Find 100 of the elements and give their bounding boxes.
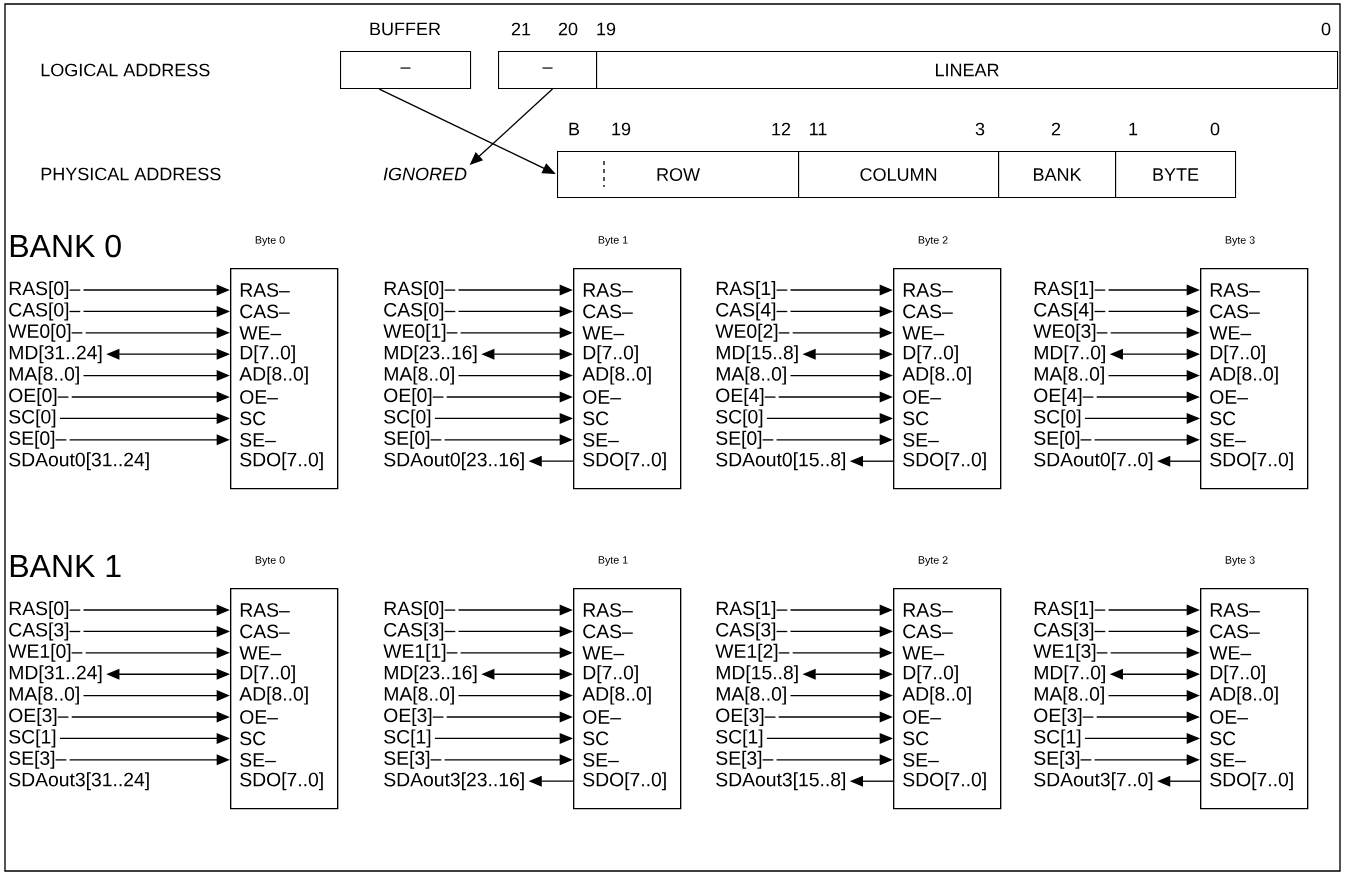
address-field: – xyxy=(498,51,598,90)
node-label: SDO[7..0] xyxy=(903,772,986,791)
chip-box: RAS– CAS– WE– D[7..0] AD[8..0] OE– SC SE– SDO[7..0] xyxy=(1200,268,1309,490)
node-label: SDO[7..0] xyxy=(903,452,986,471)
signal-name: MA[8..0] xyxy=(384,686,454,705)
node-label: AD[8..0] xyxy=(902,686,971,705)
node-label: D[7..0] xyxy=(583,665,638,684)
signal-name: CAS[0]– xyxy=(9,302,81,321)
signal-name: SE[0]– xyxy=(384,430,442,449)
chip-box: RAS– CAS– WE– D[7..0] AD[8..0] OE– SC SE– SDO[7..0] xyxy=(893,588,1002,810)
signal-name: CAS[4]– xyxy=(716,302,788,321)
node-label: SC xyxy=(583,731,609,746)
node-label: AD[8..0] xyxy=(902,366,971,385)
node-label: OE– xyxy=(903,390,941,404)
signal-name: SDAout3[23..16] xyxy=(384,772,524,791)
node-label: RAS– xyxy=(583,283,633,297)
signal-name: SDAout0[23..16] xyxy=(384,452,524,471)
node-label: AD[8..0] xyxy=(239,686,308,705)
signal-name: OE[4]– xyxy=(716,388,776,406)
signal-name: SC[1] xyxy=(716,729,763,748)
node-label: SDO[7..0] xyxy=(583,772,666,791)
node-label: CAS– xyxy=(1210,624,1260,639)
node-label: RAS– xyxy=(903,603,953,617)
bit-number: 2 xyxy=(1051,122,1061,136)
signal-name: SE[0]– xyxy=(716,430,774,449)
bit-number: BUFFER xyxy=(370,22,441,36)
signal-name: CAS[3]– xyxy=(716,622,788,641)
chip-heading: Byte 0 xyxy=(255,556,285,566)
node-label: SE– xyxy=(903,752,939,767)
signal-name: CAS[3]– xyxy=(9,622,81,641)
bit-number: 20 xyxy=(558,22,578,36)
signal-name: MA[8..0] xyxy=(9,686,79,705)
signal-name: SE[0]– xyxy=(9,430,67,449)
chip-heading: Byte 2 xyxy=(918,556,948,566)
node-label: D[7..0] xyxy=(903,665,958,684)
node-label: AD[8..0] xyxy=(582,686,651,705)
node-label: D[7..0] xyxy=(1210,345,1265,364)
node-label: SC xyxy=(583,411,609,426)
signal-name: SC[1] xyxy=(9,729,56,748)
signal-name: CAS[4]– xyxy=(1034,302,1106,321)
chip-heading: Byte 1 xyxy=(598,556,628,566)
node-label: SE– xyxy=(240,432,276,447)
signal-name: WE1[2]– xyxy=(715,643,790,662)
node-label: SC xyxy=(240,411,266,426)
signal-name: MD[7..0] xyxy=(1034,345,1105,364)
node-label: RAS– xyxy=(1210,603,1260,617)
node-label: OE– xyxy=(583,390,621,404)
bank-heading: BANK 1 xyxy=(10,555,121,577)
node-label: D[7..0] xyxy=(583,345,638,364)
node-label: AD[8..0] xyxy=(582,366,651,385)
signal-name: WE1[3]– xyxy=(1033,643,1108,662)
signal-name: SC[1] xyxy=(384,729,431,748)
node-label: OE– xyxy=(1210,390,1248,404)
node-label: CAS– xyxy=(583,624,633,639)
signal-name: OE[0]– xyxy=(384,388,444,406)
node-label: SDO[7..0] xyxy=(240,772,323,791)
node-label: WE– xyxy=(582,326,625,340)
signal-name: OE[3]– xyxy=(9,708,69,726)
node-label: CAS– xyxy=(583,304,633,319)
chip-heading: Byte 1 xyxy=(598,236,628,246)
node-label: SDO[7..0] xyxy=(240,452,323,471)
node-label: SE– xyxy=(903,432,939,447)
chip-heading: Byte 0 xyxy=(255,236,285,246)
node-label: OE– xyxy=(240,710,278,724)
bit-number: 12 xyxy=(772,122,791,136)
bit-number: 1 xyxy=(1129,122,1138,136)
signal-name: OE[4]– xyxy=(1034,388,1094,406)
signal-name: SE[3]– xyxy=(716,750,774,769)
signal-name: MA[8..0] xyxy=(716,686,786,705)
bit-number: 19 xyxy=(612,122,631,136)
node-label: OE– xyxy=(583,710,621,724)
chip-box: RAS– CAS– WE– D[7..0] AD[8..0] OE– SC SE– SDO[7..0] xyxy=(230,588,339,810)
signal-name: SDAout3[7..0] xyxy=(1034,772,1153,791)
note-text: IGNORED xyxy=(383,167,467,181)
node-label: SC xyxy=(240,731,266,746)
node-label: AD[8..0] xyxy=(239,366,308,385)
node-label: WE– xyxy=(902,326,945,340)
signal-name: SE[0]– xyxy=(1034,430,1092,449)
signal-name: RAS[0]– xyxy=(384,281,456,299)
signal-name: WE0[1]– xyxy=(383,323,458,342)
signal-name: RAS[1]– xyxy=(716,281,788,299)
signal-name: SC[0] xyxy=(384,409,431,428)
node-label: WE– xyxy=(1209,326,1252,340)
chip-heading: Byte 3 xyxy=(1225,236,1255,246)
bank-heading: BANK 0 xyxy=(10,234,121,258)
signal-name: SE[3]– xyxy=(9,750,67,769)
node-label: WE– xyxy=(902,646,945,660)
node-label: SDO[7..0] xyxy=(1210,772,1293,791)
signal-name: RAS[1]– xyxy=(1034,601,1106,619)
field-label: LOGICAL ADDRESS xyxy=(41,63,210,77)
node-label: CAS– xyxy=(240,304,290,319)
signal-name: MD[15..8] xyxy=(716,665,798,684)
signal-name: SC[1] xyxy=(1034,729,1081,748)
bit-number: 11 xyxy=(810,122,827,136)
bit-number: 21 xyxy=(511,22,531,36)
signal-name: MD[15..8] xyxy=(716,345,798,364)
node-label: D[7..0] xyxy=(240,345,295,364)
signal-name: RAS[1]– xyxy=(716,601,788,619)
node-label: SDO[7..0] xyxy=(1210,452,1293,471)
node-label: SC xyxy=(903,731,929,746)
